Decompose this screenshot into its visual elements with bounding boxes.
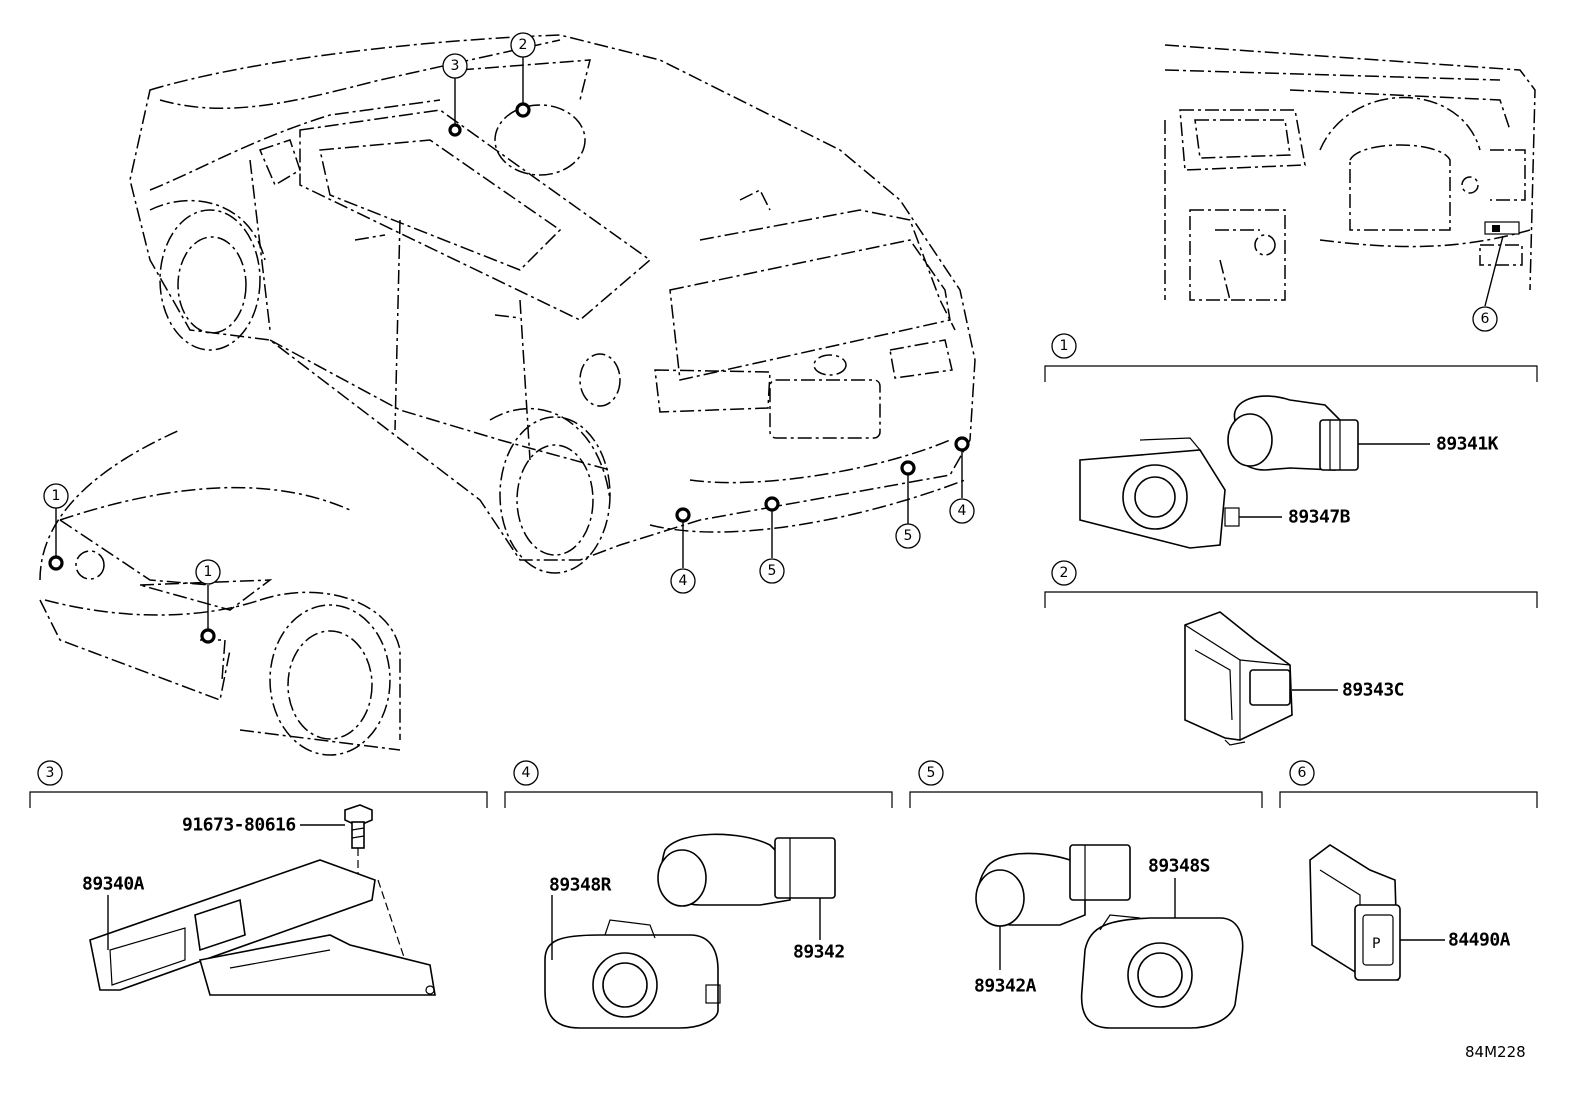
svg-text:4: 4 [679, 573, 688, 589]
sensor-dot-5-left [764, 496, 780, 512]
section-2-header: 2 [1051, 560, 1077, 586]
part-89343C-module [1184, 611, 1293, 746]
callout-4-right: 4 [949, 498, 975, 524]
part-89348R-bezel [544, 919, 721, 1029]
label-89342: 89342 [793, 942, 845, 963]
sensor-dot-4-right [954, 436, 970, 452]
callout-4-left: 4 [670, 568, 696, 594]
vehicle-front-view [39, 429, 401, 756]
callout-3-main: 3 [442, 53, 468, 79]
part-89347B-bezel [1079, 437, 1240, 549]
callout-6-dash: 6 [1472, 306, 1498, 332]
svg-text:5: 5 [768, 563, 777, 579]
section-3-header: 3 [37, 760, 63, 786]
label-89348S: 89348S [1148, 856, 1210, 877]
sensor-dot-4-left [675, 507, 691, 523]
sensor-dot-2 [515, 102, 531, 118]
callout-2-main: 2 [510, 32, 536, 58]
callout-5-right: 5 [895, 523, 921, 549]
svg-text:2: 2 [1060, 565, 1069, 581]
label-89342A: 89342A [974, 976, 1037, 997]
svg-text:5: 5 [927, 765, 936, 781]
svg-text:1: 1 [1060, 338, 1069, 354]
section-4-header: 4 [513, 760, 539, 786]
sensor-dot-5-right [900, 460, 916, 476]
part-91673-bolt [344, 804, 373, 849]
svg-text:3: 3 [46, 765, 55, 781]
svg-text:1: 1 [204, 564, 213, 580]
section-frames [29, 365, 1538, 808]
svg-text:6: 6 [1481, 311, 1490, 327]
callout-5-left: 5 [759, 558, 785, 584]
label-84490A: 84490A [1448, 930, 1511, 951]
part-89348S-bezel [1080, 914, 1244, 1029]
main-vehicle-leaders [454, 57, 963, 568]
dashboard-inset [1164, 44, 1536, 301]
part-89342A-sensor [975, 844, 1131, 927]
svg-text:6: 6 [1298, 765, 1307, 781]
sensor-dot-3 [448, 123, 462, 137]
callout-1-front: 1 [195, 559, 221, 585]
part-84490A-switch: P [1309, 844, 1401, 981]
callout-1-corner: 1 [43, 483, 69, 509]
svg-text:4: 4 [522, 765, 531, 781]
vehicle-rear-view [129, 34, 976, 574]
label-89347B: 89347B [1288, 507, 1351, 528]
svg-text:5: 5 [904, 528, 913, 544]
p-switch-glyph: P [1372, 936, 1380, 952]
label-89340A: 89340A [82, 874, 145, 895]
label-91673-80616: 91673-80616 [182, 815, 296, 836]
label-89348R: 89348R [549, 875, 612, 896]
svg-text:3: 3 [451, 58, 460, 74]
label-89343C: 89343C [1342, 680, 1404, 701]
sensor-dot-1-corner [48, 555, 64, 571]
part-89341K-sensor [1227, 395, 1359, 471]
svg-text:1: 1 [52, 488, 61, 504]
part-89342-sensor [657, 833, 836, 907]
section-6-header: 6 [1289, 760, 1315, 786]
svg-text:4: 4 [958, 503, 967, 519]
svg-text:2: 2 [519, 37, 528, 53]
sensor-dot-1-front [200, 628, 216, 644]
section-5-header: 5 [918, 760, 944, 786]
part-89340A-bracket [89, 859, 436, 996]
diagram-code: 84M228 [1465, 1043, 1526, 1061]
label-89341K: 89341K [1436, 434, 1499, 455]
section-1-header: 1 [1051, 333, 1077, 359]
